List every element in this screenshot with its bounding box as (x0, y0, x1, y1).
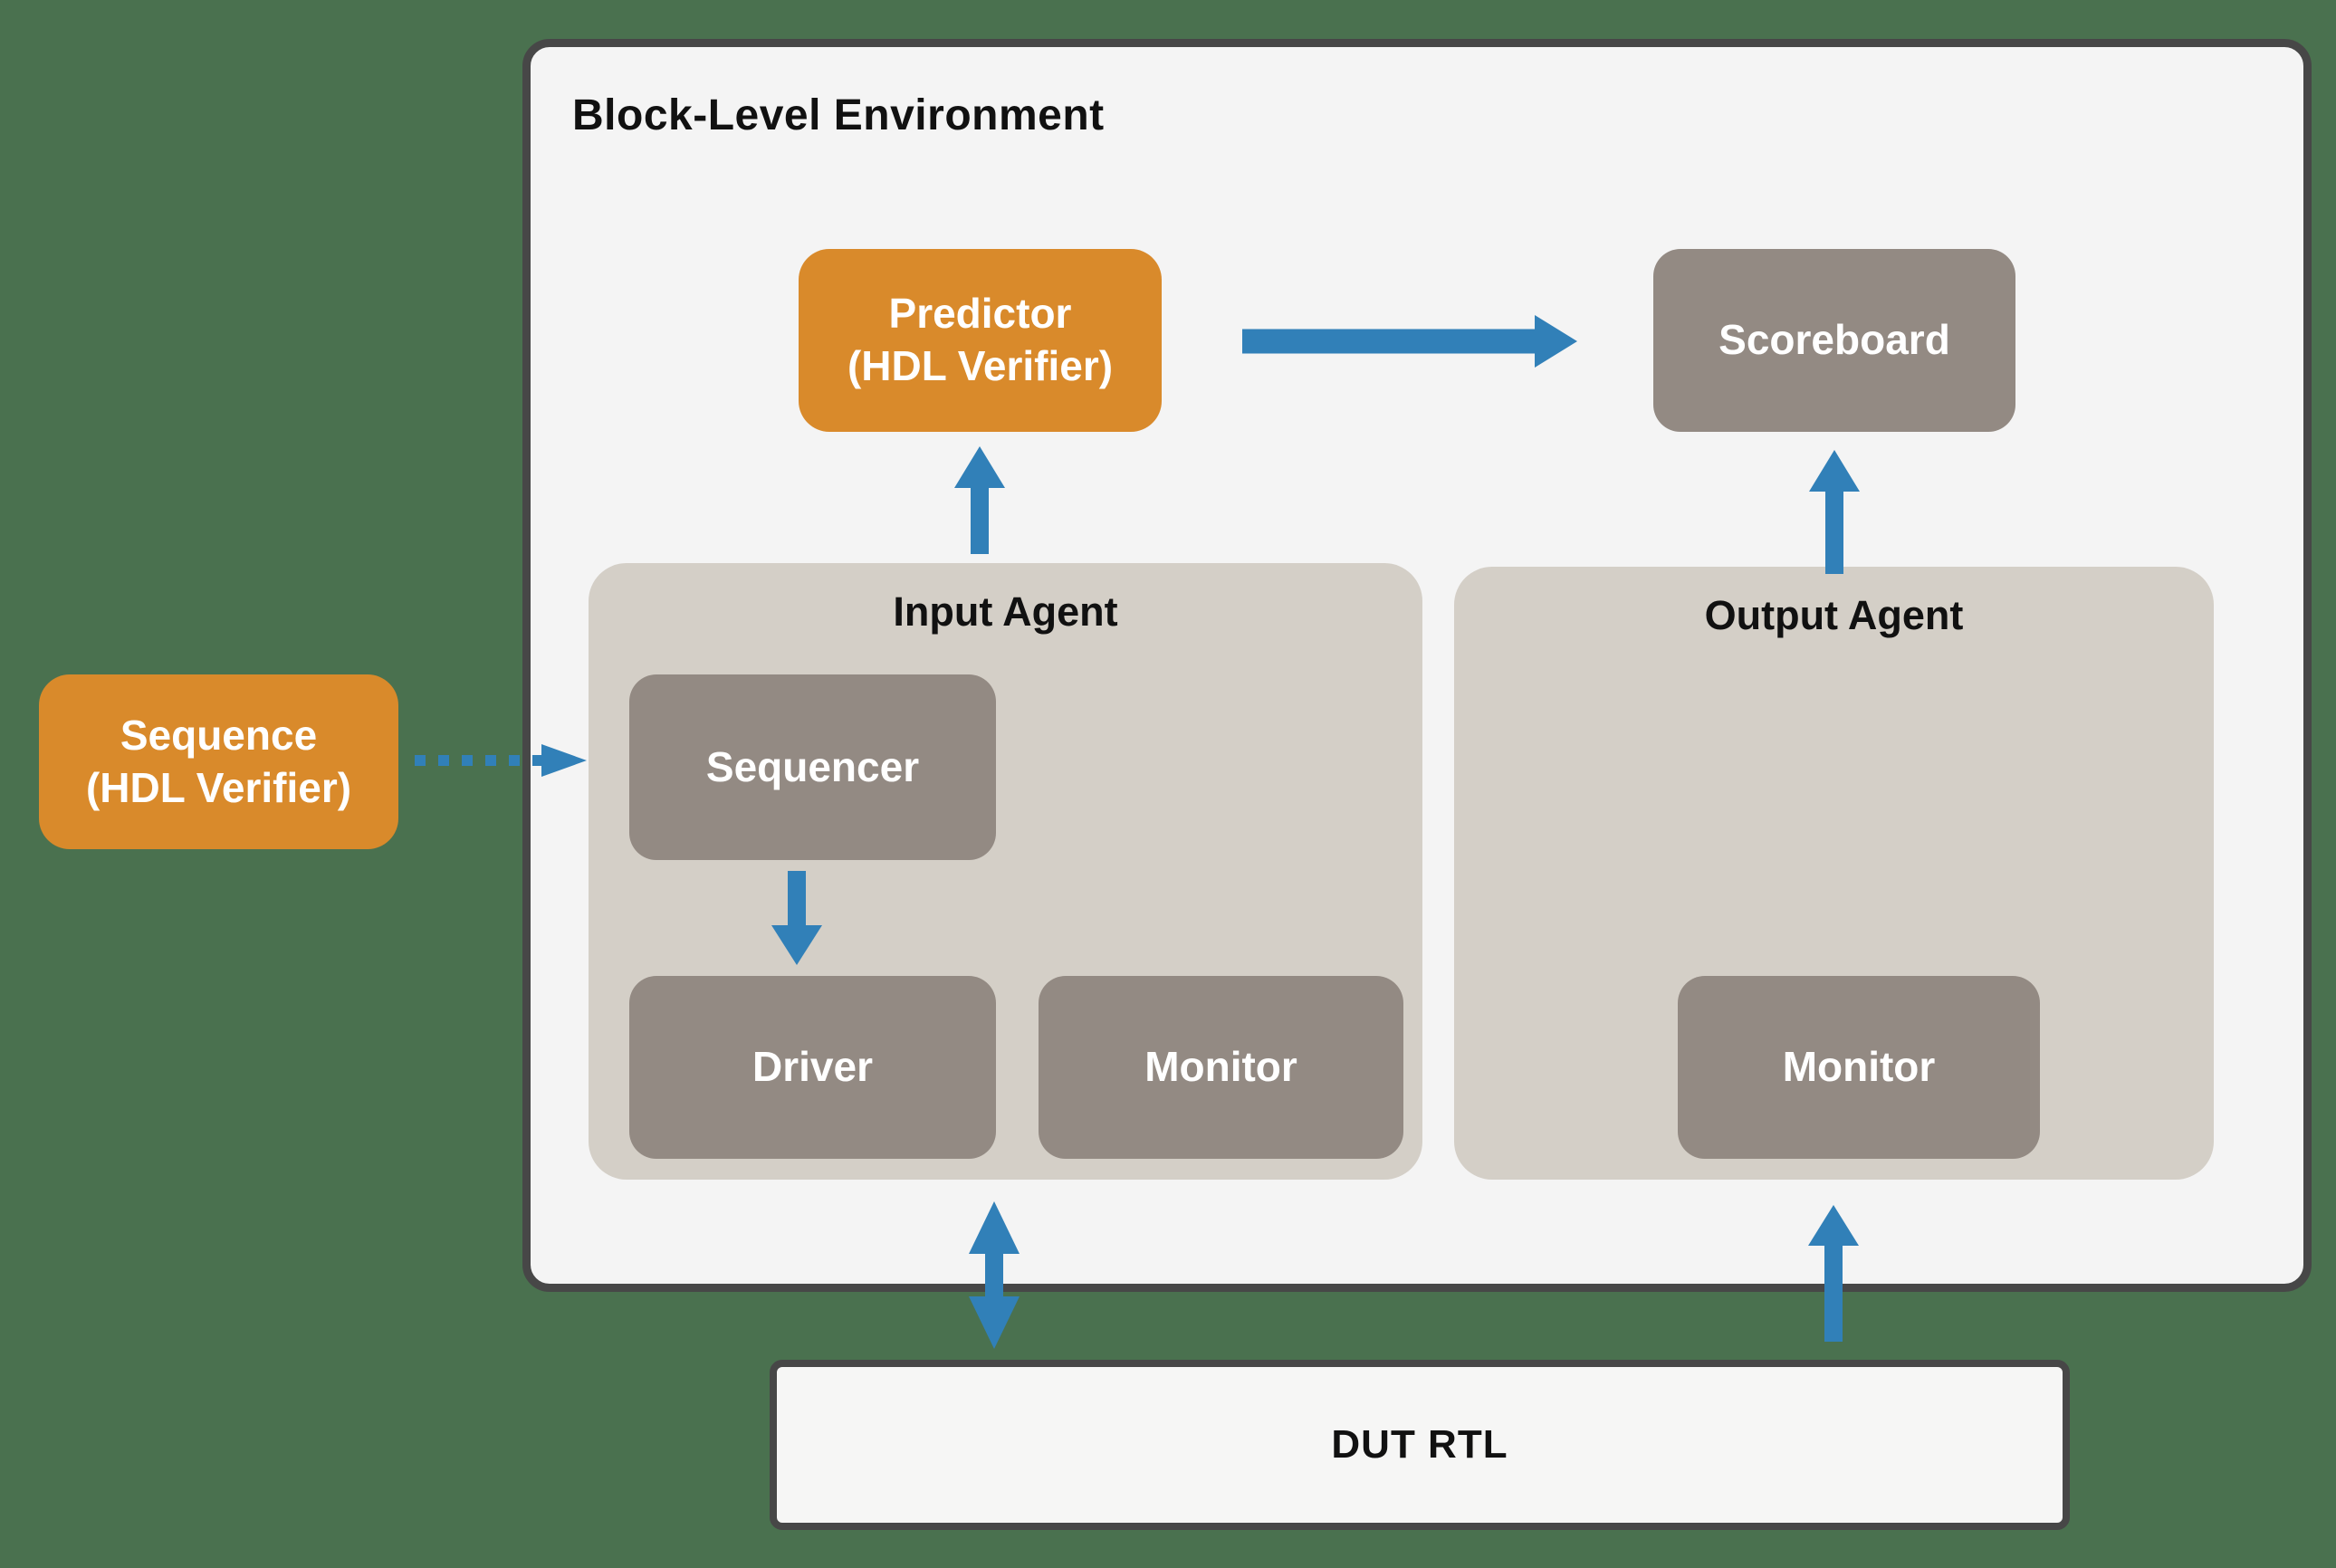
input-monitor-block: Monitor (1039, 976, 1403, 1159)
driver-block: Driver (629, 976, 996, 1159)
output-monitor-block: Monitor (1678, 976, 2040, 1159)
input-agent-title: Input Agent (893, 588, 1118, 635)
predictor-label-line2: (HDL Verifier) (847, 342, 1114, 389)
output-agent-title: Output Agent (1704, 592, 1964, 638)
sequence-label-line2: (HDL Verifier) (85, 763, 352, 811)
sequencer-label: Sequencer (705, 742, 920, 790)
environment-title: Block-Level Environment (572, 91, 1105, 139)
driver-label: Driver (752, 1043, 873, 1091)
output-monitor-label: Monitor (1782, 1043, 1936, 1091)
sequence-label-line1: Sequence (120, 711, 318, 759)
dut-rtl-label: DUT RTL (1331, 1422, 1508, 1467)
sequence-block: Sequence (HDL Verifier) (39, 674, 398, 849)
input-monitor-label: Monitor (1144, 1043, 1297, 1091)
sequencer-block: Sequencer (629, 674, 996, 860)
scoreboard-label: Scoreboard (1718, 316, 1950, 364)
predictor-label-line1: Predictor (888, 290, 1072, 338)
predictor-block: Predictor (HDL Verifier) (799, 249, 1162, 432)
scoreboard-block: Scoreboard (1653, 249, 2015, 432)
dut-rtl-block: DUT RTL (770, 1360, 2070, 1530)
